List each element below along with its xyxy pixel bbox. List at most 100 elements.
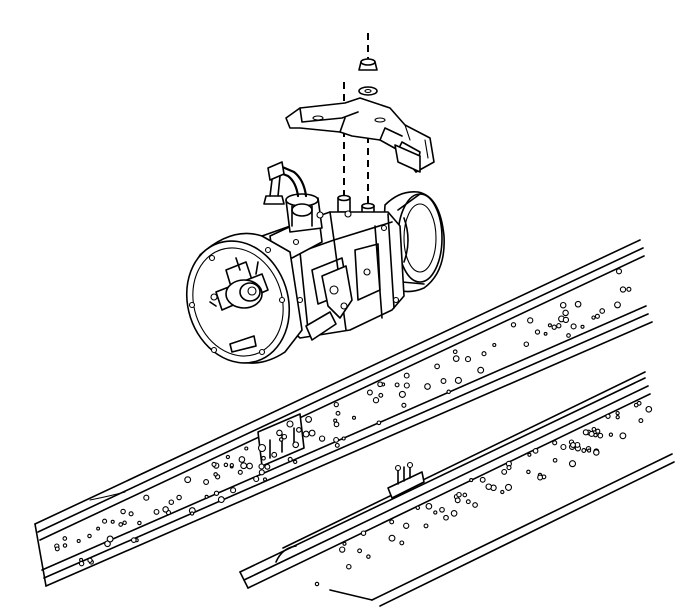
- rivet-hole: [439, 506, 445, 513]
- rivet-hole: [176, 494, 182, 501]
- rivet-hole: [305, 415, 313, 423]
- rivet-hole: [120, 508, 126, 515]
- rivet-hole: [130, 537, 137, 543]
- mount-bracket: [285, 97, 435, 173]
- rivet-hole: [534, 329, 541, 335]
- rivet-hole: [638, 418, 644, 424]
- rivet-hole: [168, 499, 175, 505]
- rivet-hole: [510, 322, 517, 328]
- rivet-hole: [500, 489, 505, 495]
- rivet-hole: [633, 402, 639, 408]
- rivet-hole: [335, 410, 341, 416]
- rivet-hole: [213, 490, 220, 496]
- rivet-hole: [595, 428, 601, 434]
- rivet-hole: [54, 546, 60, 552]
- rivet-hole: [574, 300, 582, 308]
- rivet-hole: [403, 372, 410, 379]
- rivet-hole: [238, 456, 246, 463]
- rivet-hole: [615, 268, 623, 275]
- rivet-hole: [552, 457, 558, 463]
- rivet-hole: [76, 538, 81, 544]
- rivet-hole: [110, 519, 115, 524]
- rivet-hole: [582, 429, 589, 436]
- rivet-hole: [605, 413, 611, 419]
- rivet-hole: [377, 381, 383, 388]
- rivet-hole: [570, 442, 576, 448]
- rivet-hole: [87, 533, 92, 539]
- rivet-hole: [456, 491, 462, 498]
- rivet-hole: [203, 479, 210, 485]
- rivet-hole: [240, 462, 248, 470]
- rivet-hole: [619, 432, 627, 440]
- rivet-hole: [587, 448, 592, 453]
- rivet-hole: [293, 459, 298, 465]
- rivet-hole: [547, 323, 552, 328]
- rivet-hole: [485, 483, 492, 490]
- rivet-hole: [258, 463, 265, 470]
- rivet-hole: [184, 476, 192, 484]
- rivet-hole: [570, 323, 577, 330]
- rivet-hole: [526, 469, 531, 475]
- rivet-hole: [462, 492, 468, 498]
- rivet-hole: [580, 324, 585, 329]
- rivet-hole: [230, 487, 237, 494]
- rivet-hole: [440, 378, 447, 384]
- rivet-hole: [339, 546, 346, 553]
- rivet-hole: [492, 342, 497, 348]
- rivet-hole: [213, 472, 218, 477]
- rivet-hole: [537, 474, 544, 481]
- rivet-hole: [543, 331, 548, 336]
- rivet-hole: [608, 432, 614, 437]
- rivet-hole: [619, 286, 627, 293]
- rivet-hole: [118, 522, 124, 527]
- rivet-hole: [106, 535, 114, 543]
- rivet-hole: [424, 383, 431, 390]
- rivet-hole: [122, 520, 127, 526]
- rivet-hole: [302, 430, 310, 438]
- rivet-hole: [128, 511, 134, 517]
- rivet-hole: [452, 349, 458, 355]
- rivet-hole: [472, 502, 478, 508]
- rivet-hole: [399, 540, 405, 546]
- rivet-hole: [551, 324, 557, 330]
- rivet-hole: [477, 366, 485, 374]
- rivet-hole: [433, 510, 438, 515]
- rivet-hole: [237, 469, 243, 475]
- rivet-hole: [591, 315, 596, 320]
- rivet-hole: [143, 494, 150, 501]
- rivet-hole: [568, 460, 577, 468]
- rivet-hole: [479, 476, 486, 483]
- rivet-hole: [581, 448, 587, 453]
- rivet-hole: [62, 543, 68, 548]
- rivet-hole: [552, 440, 558, 446]
- rivet-hole: [454, 497, 461, 504]
- rivet-hole: [615, 415, 620, 420]
- rivet-hole: [532, 448, 539, 454]
- rivet-hole: [137, 520, 142, 526]
- rivet-hole: [446, 389, 451, 395]
- rivet-hole: [78, 560, 85, 567]
- rivet-hole: [403, 382, 410, 389]
- rivet-hole: [597, 432, 604, 439]
- rivet-hole: [314, 581, 320, 587]
- rivet-hole: [423, 523, 429, 529]
- rivet-hole: [443, 514, 449, 521]
- rivet-hole: [333, 436, 340, 443]
- rivet-hole: [403, 522, 410, 529]
- rivet-hole: [591, 426, 597, 432]
- rivet-hole: [566, 333, 571, 338]
- rivet-hole: [506, 465, 512, 471]
- rivet-hole: [645, 405, 653, 413]
- rivet-hole: [292, 441, 300, 449]
- transmission: [185, 161, 445, 364]
- rivet-hole: [262, 477, 268, 482]
- rivet-hole: [562, 309, 569, 317]
- rivet-hole: [454, 376, 462, 384]
- rivet-hole: [334, 442, 340, 448]
- rivet-hole: [626, 286, 632, 292]
- rivet-hole: [244, 446, 249, 451]
- rivet-hole: [264, 463, 271, 470]
- rivet-hole: [87, 557, 93, 563]
